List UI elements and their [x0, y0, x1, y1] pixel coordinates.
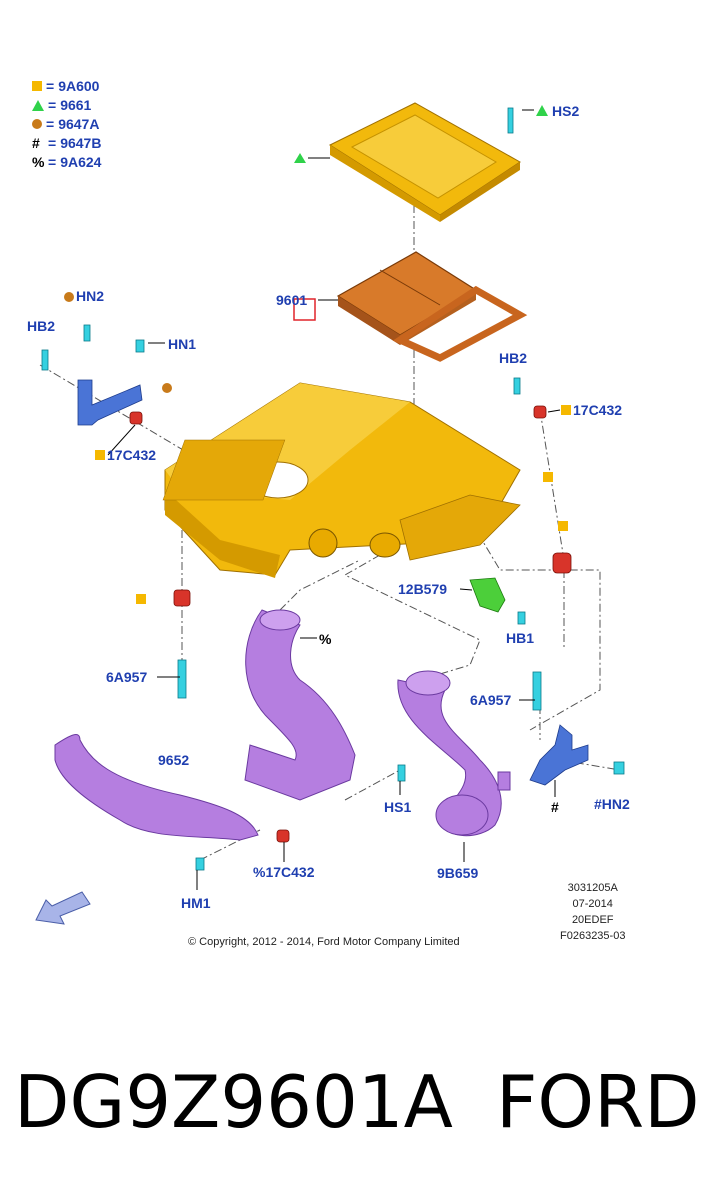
legend-eq: = [46, 116, 55, 132]
legend-code: 9661 [60, 97, 92, 113]
drawing-metadata: 3031205A 07-2014 20EDEF F0263235-03 [560, 880, 625, 944]
square-icon [32, 81, 42, 91]
hash-symbol: # [32, 135, 40, 151]
brand-name: FORD [496, 1060, 700, 1144]
part-number: DG9Z9601A [14, 1060, 453, 1144]
legend-eq: = [48, 154, 57, 170]
callout-17c432-right: 17C432 [573, 402, 623, 418]
callout-17c432-bottom: %17C432 [253, 864, 315, 880]
legend-code: 9A600 [58, 78, 100, 94]
callout-hn2-bottom: #HN2 [594, 796, 630, 812]
circle-markers [162, 383, 172, 393]
callout-hm1: HM1 [181, 895, 211, 911]
callout-hs1: HS1 [384, 799, 412, 815]
callout-hs2: HS2 [552, 103, 580, 119]
callout-hb2-left: HB2 [27, 318, 56, 334]
legend-row-hash: # = 9647B [32, 135, 101, 151]
footer: DG9Z9601A FORD [0, 1060, 708, 1160]
grommets [129, 405, 572, 843]
callout-9652: 9652 [158, 752, 190, 768]
left-bracket [77, 379, 143, 426]
resonator-duct [54, 734, 259, 841]
direction-arrow-icon [35, 891, 91, 925]
meta-line: F0263235-03 [560, 930, 626, 942]
legend-eq: = [48, 135, 57, 151]
legend-code: 9A624 [60, 154, 102, 170]
part-highlight-box [293, 298, 316, 321]
callout-12b579: 12B579 [398, 581, 448, 597]
callout-hn1: HN1 [168, 336, 197, 352]
right-bracket [529, 724, 589, 786]
legend-row-circle: = 9647A [32, 116, 99, 132]
triangle-marker [294, 153, 306, 163]
legend-code: 9647B [60, 135, 102, 151]
callout-9601: 9601 [276, 292, 308, 308]
callout-9b659: 9B659 [437, 865, 479, 881]
circle-icon [32, 119, 42, 129]
exploded-parts-diagram [35, 102, 625, 925]
legend-eq: = [46, 78, 55, 94]
triangle-icon [536, 105, 548, 116]
legend-row-square: = 9A600 [32, 78, 99, 94]
meta-line: 3031205A [567, 882, 618, 894]
meta-line: 20EDEF [571, 914, 614, 926]
callout-hn2-top: HN2 [76, 288, 105, 304]
circle-icon [64, 292, 74, 302]
leader-lines [107, 109, 561, 890]
square-markers [136, 472, 568, 604]
fasteners [41, 107, 625, 871]
square-icon [95, 450, 105, 460]
callout-6a957-left: 6A957 [106, 669, 148, 685]
callout-hb2-right: HB2 [499, 350, 528, 366]
callout-17c432-left: 17C432 [107, 447, 157, 463]
air-filter-element [336, 251, 528, 362]
meta-line: 07-2014 [572, 898, 613, 910]
square-icon [561, 405, 571, 415]
maf-sensor [469, 577, 506, 613]
legend-row-triangle: = 9661 [32, 97, 91, 113]
percent-symbol: % [32, 154, 45, 170]
air-cleaner-housing [162, 382, 521, 578]
triangle-icon [32, 99, 44, 111]
callout-hb1: HB1 [506, 630, 535, 646]
copyright-notice: © Copyright, 2012 - 2014, Ford Motor Com… [188, 936, 460, 948]
callout-hash-bracket: # [551, 799, 559, 815]
callout-percent-duct: % [319, 631, 332, 647]
air-cleaner-cover [328, 102, 521, 222]
outlet-hose [397, 670, 511, 837]
intake-duct-upper [244, 609, 356, 801]
legend-code: 9647A [58, 116, 100, 132]
callout-6a957-right: 6A957 [470, 692, 512, 708]
legend-eq: = [48, 97, 57, 113]
legend-row-percent: % = 9A624 [32, 154, 101, 170]
